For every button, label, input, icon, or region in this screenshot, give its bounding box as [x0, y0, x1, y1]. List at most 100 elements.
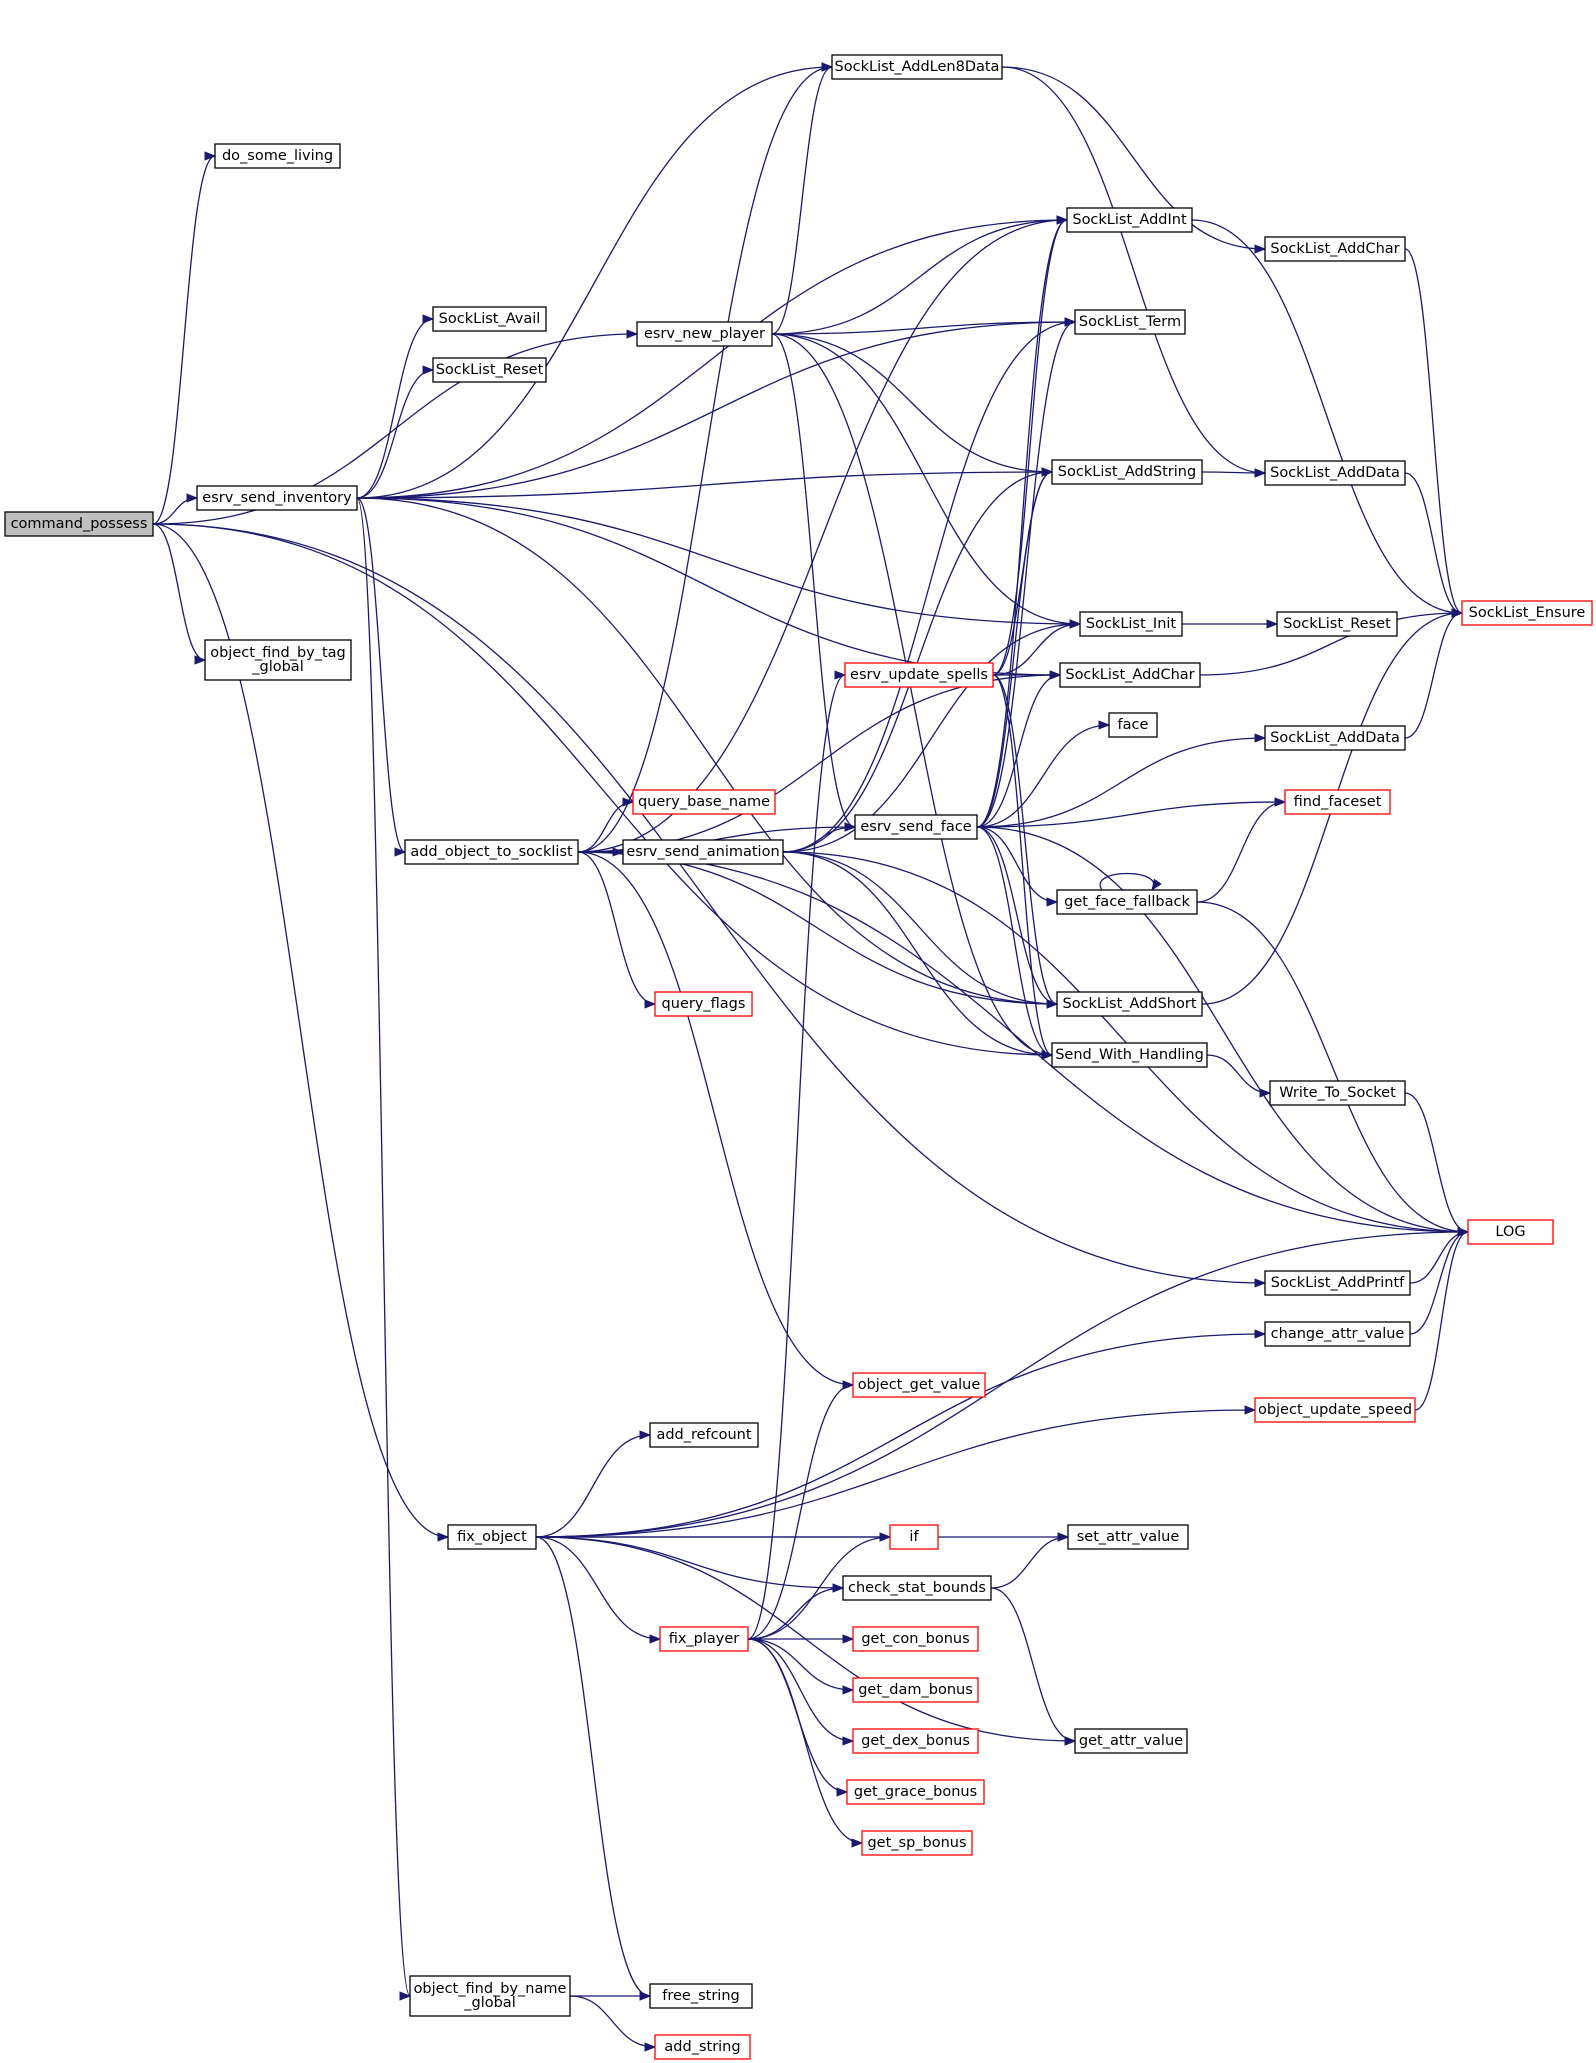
- node-SockList-AddPrintf[interactable]: SockList_AddPrintf: [1264, 1270, 1411, 1296]
- node-box[interactable]: [1059, 662, 1201, 688]
- node-face[interactable]: face: [1108, 712, 1158, 738]
- node-SockList-AddData-2[interactable]: SockList_AddData: [1264, 725, 1406, 751]
- node-SockList-Ensure[interactable]: SockList_Ensure: [1461, 600, 1593, 626]
- node-query-flags[interactable]: query_flags: [654, 991, 753, 1017]
- node-box[interactable]: [636, 321, 773, 347]
- node-box[interactable]: [204, 639, 352, 681]
- node-box[interactable]: [842, 1575, 992, 1601]
- node-box[interactable]: [432, 357, 547, 383]
- node-box[interactable]: [654, 991, 753, 1017]
- node-fix-object[interactable]: fix_object: [447, 1524, 537, 1550]
- node-find-faceset[interactable]: find_faceset: [1284, 789, 1391, 815]
- node-SockList-AddShort[interactable]: SockList_AddShort: [1056, 991, 1203, 1017]
- node-box[interactable]: [1269, 1080, 1406, 1106]
- node-get-con-bonus[interactable]: get_con_bonus: [852, 1626, 979, 1652]
- node-esrv-send-inventory[interactable]: esrv_send_inventory: [196, 485, 358, 511]
- node-add-object-to-socklist[interactable]: add_object_to_socklist: [404, 839, 579, 865]
- node-change-attr-value[interactable]: change_attr_value: [1264, 1321, 1411, 1347]
- node-box[interactable]: [404, 839, 579, 865]
- node-box[interactable]: [852, 1372, 986, 1398]
- node-box[interactable]: [214, 143, 341, 169]
- node-box[interactable]: [831, 54, 1003, 80]
- node-box[interactable]: [852, 1626, 979, 1652]
- node-box[interactable]: [1461, 600, 1593, 626]
- node-SockList-Reset-2[interactable]: SockList_Reset: [1276, 611, 1398, 637]
- node-if[interactable]: if: [889, 1524, 939, 1550]
- node-box[interactable]: [1074, 309, 1186, 335]
- node-box[interactable]: [844, 662, 994, 688]
- node-object-update-speed[interactable]: object_update_speed: [1254, 1397, 1416, 1423]
- node-box[interactable]: [1067, 1524, 1189, 1550]
- node-query-base-name[interactable]: query_base_name: [632, 789, 776, 815]
- node-box[interactable]: [447, 1524, 537, 1550]
- node-box[interactable]: [1108, 712, 1158, 738]
- node-box[interactable]: [1074, 1728, 1188, 1754]
- node-box[interactable]: [654, 2034, 751, 2060]
- node-box[interactable]: [409, 1975, 571, 2017]
- node-box[interactable]: [852, 1677, 979, 1703]
- node-box[interactable]: [1264, 460, 1406, 486]
- node-get-face-fallback[interactable]: get_face_fallback: [1056, 889, 1198, 915]
- node-object-find-by-name-global[interactable]: object_find_by_name_global: [409, 1975, 571, 2017]
- node-box[interactable]: [846, 1779, 985, 1805]
- node-check-stat-bounds[interactable]: check_stat_bounds: [842, 1575, 992, 1601]
- node-SockList-AddChar-1[interactable]: SockList_AddChar: [1059, 662, 1201, 688]
- node-get-grace-bonus[interactable]: get_grace_bonus: [846, 1779, 985, 1805]
- node-SockList-Reset-1[interactable]: SockList_Reset: [432, 357, 547, 383]
- node-SockList-AddChar-2[interactable]: SockList_AddChar: [1264, 236, 1406, 262]
- node-box[interactable]: [1467, 1219, 1554, 1245]
- node-SockList-AddLen8Data[interactable]: SockList_AddLen8Data: [831, 54, 1003, 80]
- node-SockList-AddInt[interactable]: SockList_AddInt: [1066, 207, 1193, 233]
- node-do-some-living[interactable]: do_some_living: [214, 143, 341, 169]
- node-box[interactable]: [1264, 1321, 1411, 1347]
- node-box[interactable]: [432, 306, 547, 332]
- node-add-refcount[interactable]: add_refcount: [649, 1422, 759, 1448]
- node-esrv-send-face[interactable]: esrv_send_face: [854, 814, 978, 840]
- node-get-dex-bonus[interactable]: get_dex_bonus: [852, 1728, 979, 1754]
- node-box[interactable]: [852, 1728, 979, 1754]
- node-box[interactable]: [1051, 1042, 1208, 1068]
- node-command-possess[interactable]: command_possess: [4, 511, 154, 537]
- node-esrv-send-animation[interactable]: esrv_send_animation: [622, 839, 784, 865]
- node-box[interactable]: [1056, 991, 1203, 1017]
- node-set-attr-value[interactable]: set_attr_value: [1067, 1524, 1189, 1550]
- node-box[interactable]: [632, 789, 776, 815]
- node-box[interactable]: [889, 1524, 939, 1550]
- node-box[interactable]: [622, 839, 784, 865]
- node-Send-With-Handling[interactable]: Send_With_Handling: [1051, 1042, 1208, 1068]
- node-SockList-Term[interactable]: SockList_Term: [1074, 309, 1186, 335]
- node-SockList-AddString[interactable]: SockList_AddString: [1051, 459, 1203, 485]
- node-box[interactable]: [861, 1830, 973, 1856]
- node-LOG[interactable]: LOG: [1467, 1219, 1554, 1245]
- node-get-dam-bonus[interactable]: get_dam_bonus: [852, 1677, 979, 1703]
- node-fix-player[interactable]: fix_player: [659, 1626, 749, 1652]
- node-box[interactable]: [1079, 611, 1183, 637]
- node-object-find-by-tag-global[interactable]: object_find_by_tag_global: [204, 639, 352, 681]
- node-box[interactable]: [1284, 789, 1391, 815]
- node-box[interactable]: [4, 511, 154, 537]
- node-box[interactable]: [196, 485, 358, 511]
- node-box[interactable]: [854, 814, 978, 840]
- node-esrv-update-spells[interactable]: esrv_update_spells: [844, 662, 994, 688]
- node-box[interactable]: [1254, 1397, 1416, 1423]
- node-get-sp-bonus[interactable]: get_sp_bonus: [861, 1830, 973, 1856]
- node-box[interactable]: [1276, 611, 1398, 637]
- node-add-string[interactable]: add_string: [654, 2034, 751, 2060]
- node-box[interactable]: [649, 1983, 753, 2009]
- node-get-attr-value[interactable]: get_attr_value: [1074, 1728, 1188, 1754]
- node-esrv-new-player[interactable]: esrv_new_player: [636, 321, 773, 347]
- node-box[interactable]: [1056, 889, 1198, 915]
- node-Write-To-Socket[interactable]: Write_To_Socket: [1269, 1080, 1406, 1106]
- node-box[interactable]: [1066, 207, 1193, 233]
- node-box[interactable]: [1264, 725, 1406, 751]
- node-box[interactable]: [1051, 459, 1203, 485]
- node-SockList-AddData-1[interactable]: SockList_AddData: [1264, 460, 1406, 486]
- node-object-get-value[interactable]: object_get_value: [852, 1372, 986, 1398]
- node-box[interactable]: [649, 1422, 759, 1448]
- node-box[interactable]: [1264, 236, 1406, 262]
- node-SockList-Avail[interactable]: SockList_Avail: [432, 306, 547, 332]
- node-box[interactable]: [1264, 1270, 1411, 1296]
- node-free-string[interactable]: free_string: [649, 1983, 753, 2009]
- node-SockList-Init[interactable]: SockList_Init: [1079, 611, 1183, 637]
- node-box[interactable]: [659, 1626, 749, 1652]
